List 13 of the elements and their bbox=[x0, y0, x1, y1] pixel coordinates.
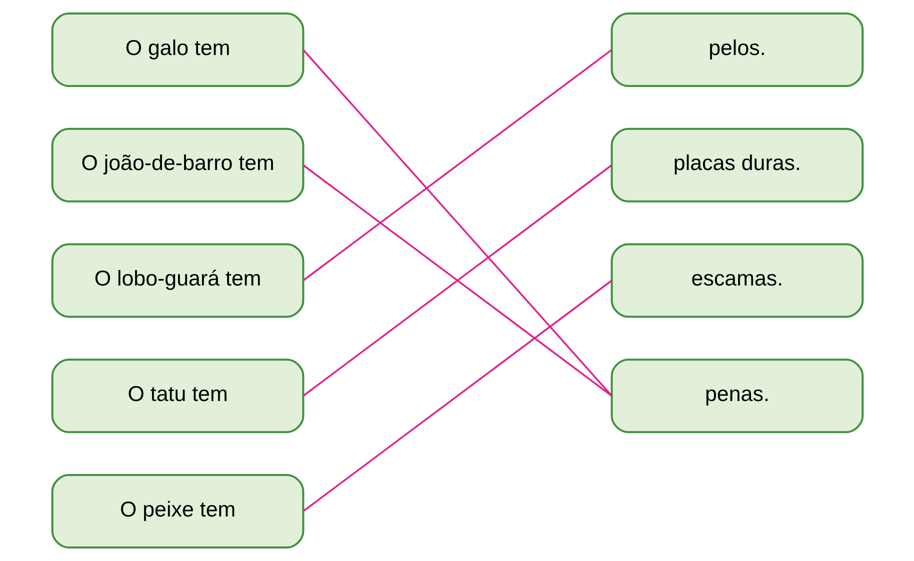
connector bbox=[302, 164, 612, 397]
node-box: O lobo-guará tem bbox=[50, 243, 304, 318]
node-box: escamas. bbox=[610, 243, 864, 318]
node-box: O tatu tem bbox=[50, 358, 304, 434]
node-box: O galo tem bbox=[50, 12, 304, 87]
node-box: penas. bbox=[610, 358, 864, 434]
node-box: O peixe tem bbox=[50, 474, 304, 548]
node-box: O joão-de-barro tem bbox=[50, 128, 304, 202]
node-box: placas duras. bbox=[610, 128, 864, 202]
connector bbox=[302, 49, 612, 282]
connector bbox=[302, 49, 612, 396]
node-box: pelos. bbox=[610, 12, 864, 87]
connector bbox=[302, 280, 612, 512]
